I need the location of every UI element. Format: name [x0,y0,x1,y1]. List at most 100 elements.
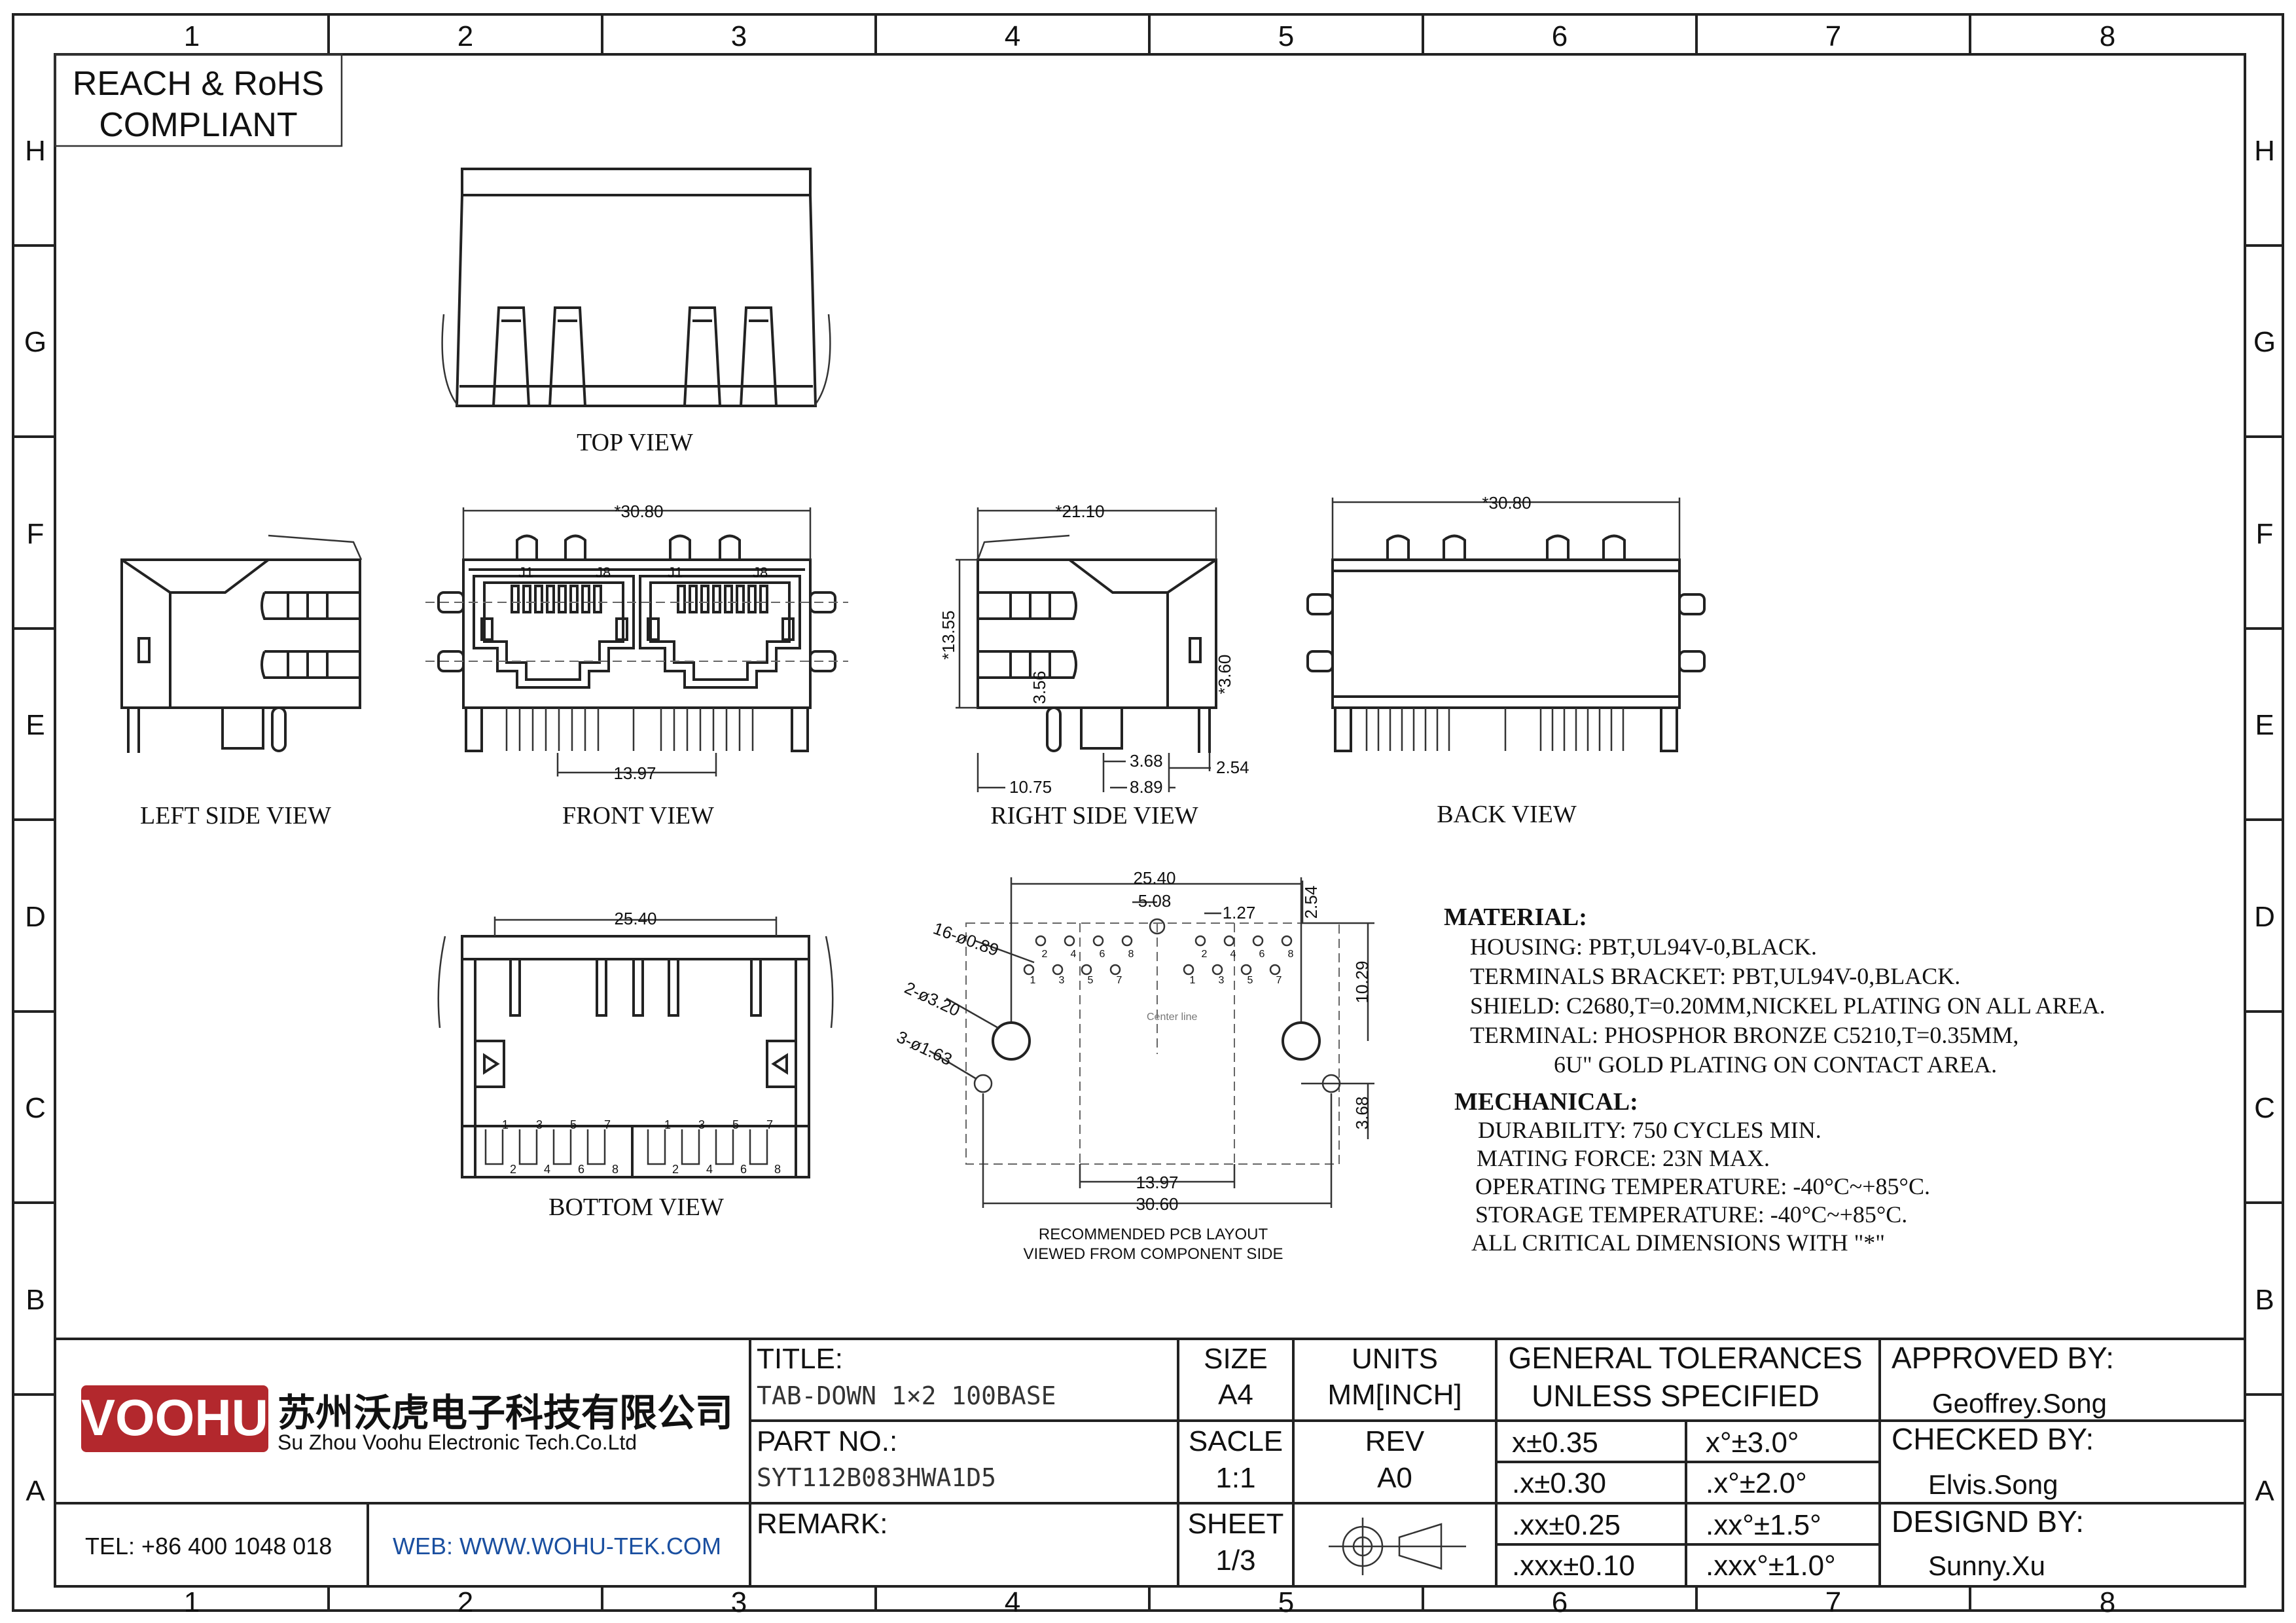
pcb-pin-number: 7 [1117,975,1122,986]
zone-row-label: H [25,135,46,167]
front-pin-j1-right: J1 [668,564,683,581]
designed-value: Sunny.Xu [1928,1550,2045,1581]
material-line: TERMINAL: PHOSPHOR BRONZE C5210,T=0.35MM… [1470,1022,2018,1048]
contact-pin [534,585,543,613]
bottom-pin-number: 7 [766,1118,773,1131]
checked-value: Elvis.Song [1928,1469,2058,1500]
pcb-pin-number: 3 [1219,975,1225,986]
back-view: *30.80 BACK VIEW [1306,493,1706,828]
right-width-dim: *21.10 [1055,501,1104,521]
pcb-pin-hole [1281,935,1293,947]
zone-column-label: 7 [1825,1586,1841,1618]
pcb-pin-hole [1092,935,1104,947]
pcb-pin-number: 4 [1071,949,1077,960]
right-889-dim: 8.89 [1130,777,1163,797]
right-360-dim: *3.60 [1215,655,1234,695]
zone-row-label: E [26,709,45,741]
front-pitch-dim: 13.97 [613,763,656,783]
zone-column-label: 3 [731,1586,747,1618]
pcb-pin-hole [1211,964,1223,976]
left-side-view-label: LEFT SIDE VIEW [140,802,331,830]
bottom-pin-slot [681,1129,700,1165]
pcb-pin-hole [1121,935,1133,947]
mechanical-heading: MECHANICAL: [1454,1088,1638,1116]
rev-label: REV [1365,1425,1425,1457]
tolerance-angular: x°±3.0° [1706,1427,1799,1459]
scale-value: 1:1 [1215,1462,1255,1494]
pcb-pin-hole [1269,964,1281,976]
bottom-pin-slot [552,1129,572,1165]
bottom-pin-number: 4 [544,1163,550,1176]
compliance-box: REACH & RoHS COMPLIANT [54,53,343,147]
title-block: VOOHU 苏州沃虎电子科技有限公司 Su Zhou Voohu Electro… [55,1338,2245,1586]
contact-pin [522,585,531,613]
bottom-view-label: BOTTOM VIEW [548,1194,724,1221]
compliance-line-2: COMPLIANT [99,106,297,144]
web-link[interactable]: WEB: WWW.WOHU-TEK.COM [393,1533,721,1559]
top-view-label: TOP VIEW [577,429,693,456]
right-254-dim: 2.54 [1216,757,1249,777]
zone-row-label: E [2255,709,2274,741]
size-label: SIZE [1204,1343,1268,1375]
contact-pin [593,585,602,613]
material-line: HOUSING: PBT,UL94V-0,BLACK. [1470,934,1817,960]
tolerance-linear: .x±0.30 [1512,1467,1606,1499]
front-view: *30.80 J1 J8 J1 J8 [425,501,848,830]
material-line: TERMINALS BRACKET: PBT,UL94V-0,BLACK. [1470,963,1960,989]
logo-text: VOOHU [81,1389,268,1446]
bottom-pin-number: 7 [604,1118,611,1131]
bottom-pin-slot [518,1129,538,1165]
rev-value: A0 [1377,1462,1412,1494]
pcb-pin-hole [1081,964,1092,976]
bottom-pin-number: 6 [578,1163,584,1176]
right-side-view-label: RIGHT SIDE VIEW [990,802,1198,830]
pcb-pin-number: 8 [1288,949,1294,960]
front-pin-j8-right: J8 [753,564,768,581]
zone-row-label: G [2253,326,2276,358]
bottom-pin-number: 8 [774,1163,781,1176]
contact-pin [677,585,686,613]
zone-column-label: 1 [184,1586,200,1618]
zone-column-label: 3 [731,20,747,52]
bottom-pin-slot [749,1129,768,1165]
zone-column-label: 6 [1552,1586,1568,1618]
pcb-pin-hole [1023,964,1035,976]
mechanical-line: STORAGE TEMPERATURE: -40°C~+85°C. [1475,1201,1907,1228]
bottom-width-dim: 25.40 [614,909,656,928]
right-368-dim: 3.68 [1130,751,1163,771]
units-value: MM[INCH] [1327,1379,1462,1411]
zone-row-label: G [24,326,46,358]
bottom-pin-number: 1 [502,1118,509,1131]
remark-label: REMARK: [757,1508,888,1540]
zone-row-label: D [2254,901,2275,933]
bottom-pin-number: 3 [698,1118,705,1131]
pcb-hole-large-callout: 2-ø3.20 [901,977,963,1020]
zone-row-label: B [26,1284,45,1316]
pcb-pin-hole [1052,964,1064,976]
pcb-center-line: Center line [1147,1012,1197,1023]
compliance-line-1: REACH & RoHS [73,65,324,103]
zone-column-label: 2 [457,20,473,52]
pcb-pin-hole [1223,935,1235,947]
company-name-en: Su Zhou Voohu Electronic Tech.Co.Ltd [278,1431,637,1454]
zone-column-label: 4 [1005,20,1020,52]
contact-pin [546,585,555,613]
pcb-368-dim: 3.68 [1352,1097,1372,1130]
bottom-pin-number: 1 [664,1118,671,1131]
part-value: SYT112B083HWA1D5 [757,1463,996,1492]
right-side-view: *21.10 *13.55 3.56 *3.60 3.68 2.54 10.75… [939,501,1249,830]
tolerance-angular: .xx°±1.5° [1706,1509,1821,1541]
bottom-pin-slot [715,1129,734,1165]
pcb-pin-number: 8 [1128,949,1134,960]
bottom-pin-number: 5 [732,1118,739,1131]
back-view-label: BACK VIEW [1437,801,1577,828]
contact-pin [558,585,567,613]
bottom-pin-number: 4 [706,1163,713,1176]
pcb-pin-hole [1109,964,1121,976]
material-line: SHIELD: C2680,T=0.20MM,NICKEL PLATING ON… [1470,993,2106,1019]
contact-pin [736,585,745,613]
